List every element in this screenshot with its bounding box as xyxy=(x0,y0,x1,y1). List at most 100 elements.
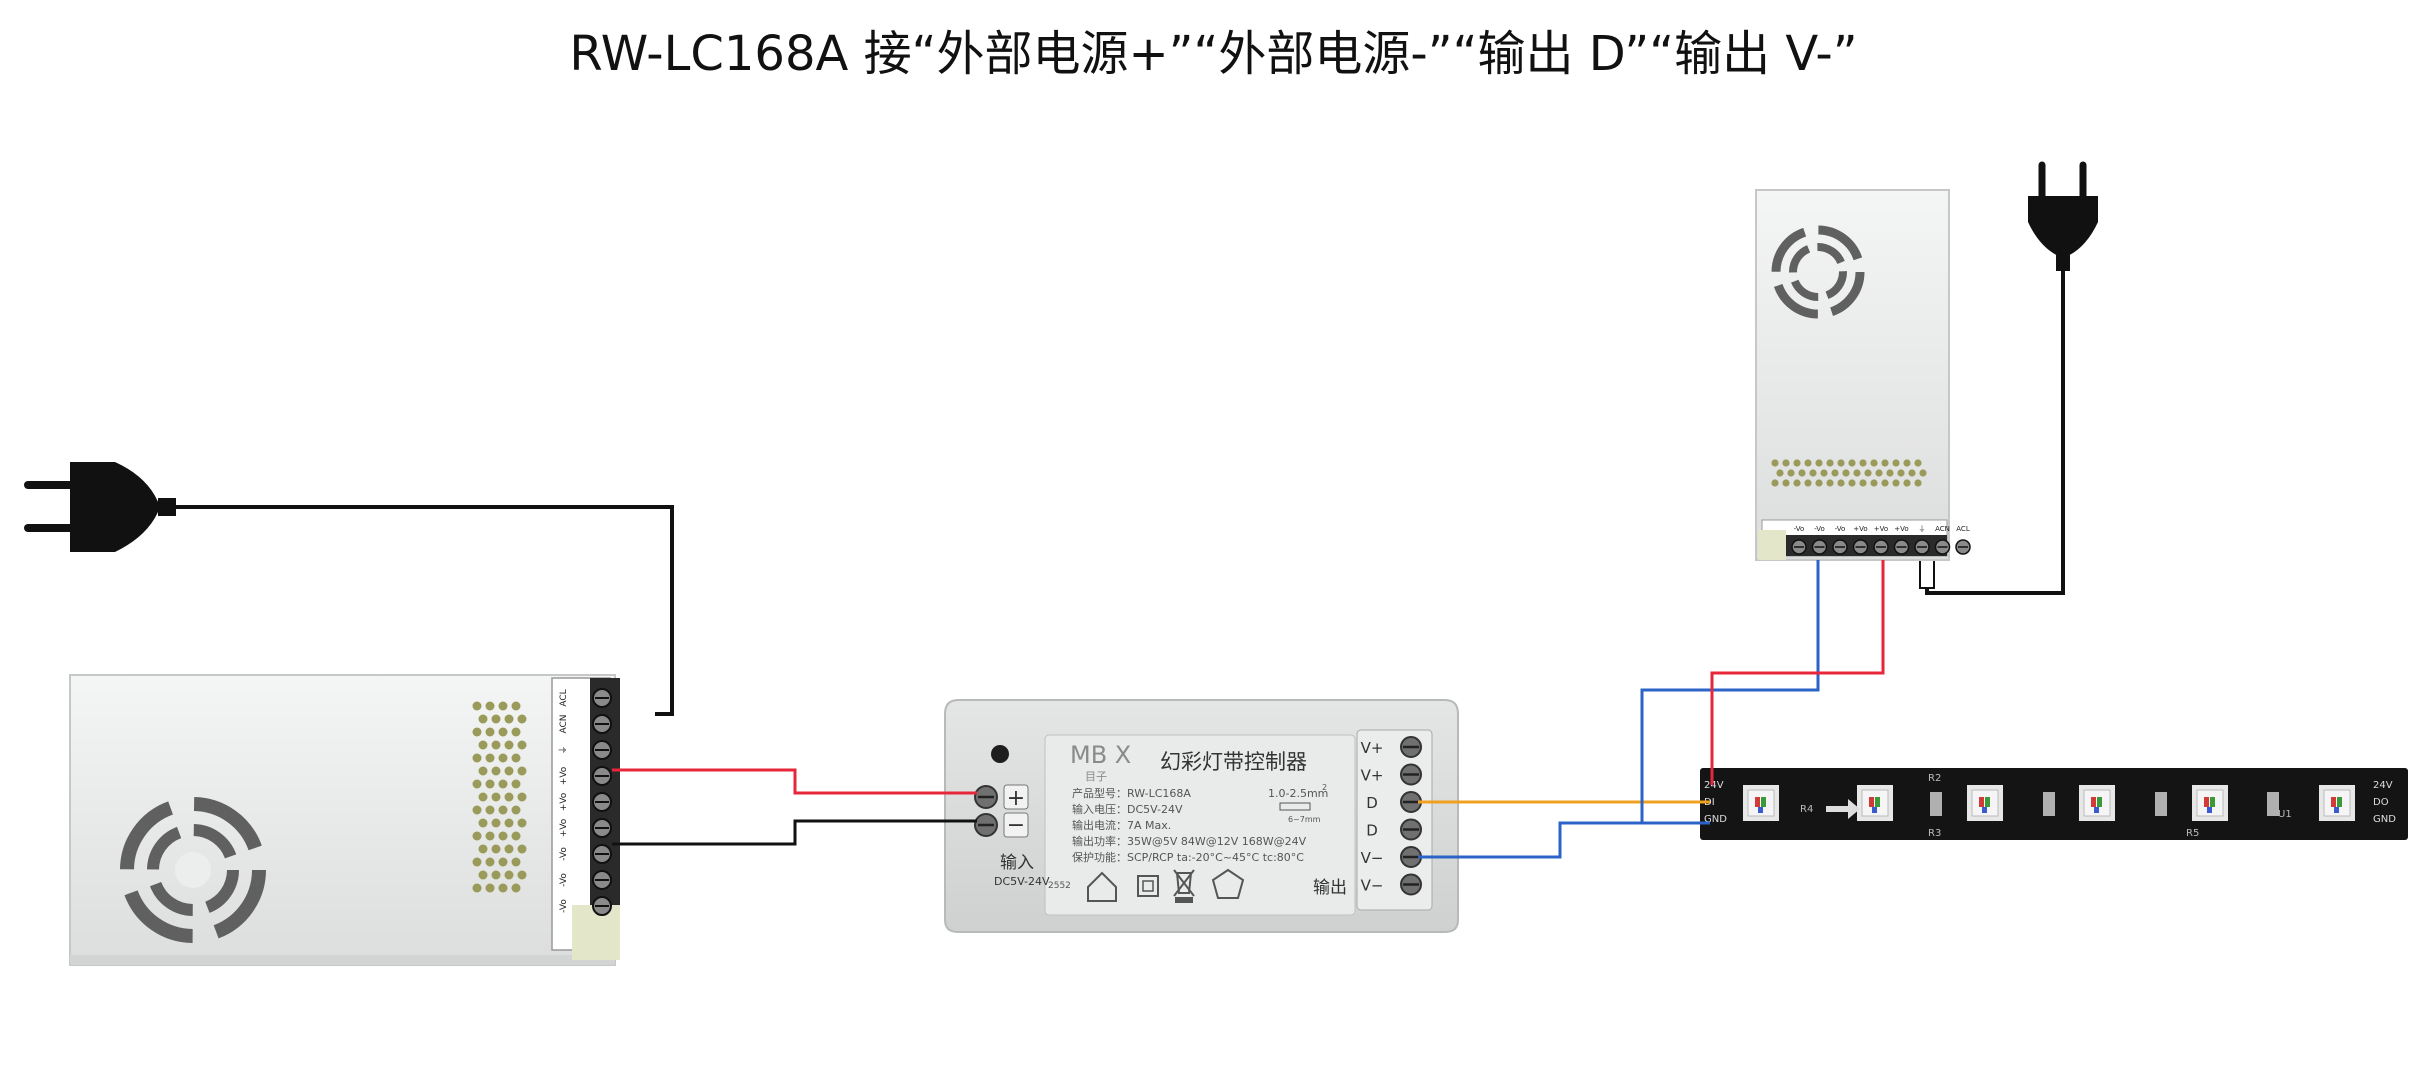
resistor-label: R2 xyxy=(1928,773,1941,784)
resistor xyxy=(1930,792,1942,816)
vent-hole xyxy=(1914,459,1922,467)
terminal-screw xyxy=(592,844,612,864)
vent-hole xyxy=(498,701,508,711)
wire-black-minus xyxy=(612,819,977,846)
vent-hole xyxy=(485,779,495,789)
terminal-label: -Vo xyxy=(1794,525,1805,533)
vent-hole xyxy=(1859,459,1867,467)
brand-logo: MB X xyxy=(1070,741,1131,769)
vent-hole xyxy=(472,831,482,841)
vent-hole xyxy=(1837,459,1845,467)
vent-hole xyxy=(478,740,488,750)
vent-hole xyxy=(1804,479,1812,487)
terminal-screw xyxy=(1955,539,1971,555)
vent-hole xyxy=(1853,469,1861,477)
vent-hole xyxy=(1914,479,1922,487)
vent-hole xyxy=(485,701,495,711)
input-minus-label: − xyxy=(1007,813,1025,838)
brand-sub: 目子 xyxy=(1085,770,1107,783)
vent-hole xyxy=(1798,469,1806,477)
terminal-label: ⏚ xyxy=(558,745,569,754)
vent-holes xyxy=(1771,459,1927,487)
terminal-label: ACN xyxy=(1935,525,1950,533)
vent-hole xyxy=(1815,479,1823,487)
vent-hole xyxy=(1870,459,1878,467)
vent-hole xyxy=(1903,459,1911,467)
output-terminals: V+V+DDV−V− xyxy=(1361,736,1422,896)
vent-hole xyxy=(498,883,508,893)
vent-hole xyxy=(1892,479,1900,487)
vent-hole xyxy=(1919,469,1927,477)
vent-hole xyxy=(1793,479,1801,487)
fan-grill-icon xyxy=(120,797,266,943)
terminal-label: -Vo xyxy=(559,873,569,887)
vent-hole xyxy=(478,792,488,802)
vent-hole xyxy=(498,753,508,763)
vent-hole xyxy=(1859,479,1867,487)
terminal-screw xyxy=(1791,539,1807,555)
vent-hole xyxy=(504,870,514,880)
terminal-screw xyxy=(1852,539,1869,555)
terminal-label: +Vo xyxy=(559,792,569,811)
vent-hole xyxy=(517,766,527,776)
vent-hole xyxy=(491,792,501,802)
ac-plug-right xyxy=(2028,161,2098,271)
output-terminal-label: V− xyxy=(1361,849,1384,867)
vent-hole xyxy=(498,805,508,815)
strip-length: 6~7mm xyxy=(1288,815,1321,824)
output-terminal-label: V− xyxy=(1361,877,1384,895)
vent-hole xyxy=(1881,479,1889,487)
input-screw-minus xyxy=(974,813,998,837)
led-chip xyxy=(2192,785,2228,821)
house-icon xyxy=(1087,871,1117,902)
vent-hole xyxy=(478,844,488,854)
vent-hole xyxy=(472,701,482,711)
terminal-screw xyxy=(1811,539,1828,555)
vent-hole xyxy=(517,740,527,750)
input-screw-plus xyxy=(974,785,998,809)
vent-hole xyxy=(511,831,521,841)
output-terminal-screw xyxy=(1400,873,1422,896)
wire-red-plus xyxy=(612,768,977,795)
vent-hole xyxy=(511,727,521,737)
vent-hole xyxy=(1782,459,1790,467)
terminal-label: +Vo xyxy=(1874,525,1888,533)
resistor xyxy=(2155,792,2167,816)
vent-hole xyxy=(491,870,501,880)
vent-hole xyxy=(511,883,521,893)
vent-hole xyxy=(478,714,488,724)
terminal-screws xyxy=(1791,539,1971,555)
spec-row: 产品型号：RW-LC168A xyxy=(1072,786,1191,800)
output-terminal-label: D xyxy=(1366,822,1378,840)
wire-blue-ground-psu xyxy=(1640,560,1820,823)
vent-hole xyxy=(511,753,521,763)
vent-hole xyxy=(491,766,501,776)
input-label: 输入 xyxy=(1000,853,1034,873)
controller-name: 幻彩灯带控制器 xyxy=(1160,750,1307,774)
vent-hole xyxy=(511,701,521,711)
terminal-screw xyxy=(1934,539,1951,555)
terminal-label: -Vo xyxy=(559,847,569,861)
vent-hole xyxy=(472,883,482,893)
vent-hole xyxy=(1826,479,1834,487)
vent-hole xyxy=(498,779,508,789)
terminal-label: ⏚ xyxy=(1919,525,1926,533)
vent-hole xyxy=(485,857,495,867)
vent-hole xyxy=(485,805,495,815)
vent-hole xyxy=(517,792,527,802)
vent-hole xyxy=(1826,459,1834,467)
vent-hole xyxy=(1870,479,1878,487)
terminal-screw xyxy=(592,818,612,838)
led-chip xyxy=(1743,785,1779,821)
led-chips xyxy=(1743,785,2355,821)
vent-hole xyxy=(1848,479,1856,487)
resistor-label: R3 xyxy=(1928,828,1941,839)
terminal-label: ACL xyxy=(559,689,569,706)
vent-hole xyxy=(504,766,514,776)
terminal-screw xyxy=(1832,539,1848,555)
